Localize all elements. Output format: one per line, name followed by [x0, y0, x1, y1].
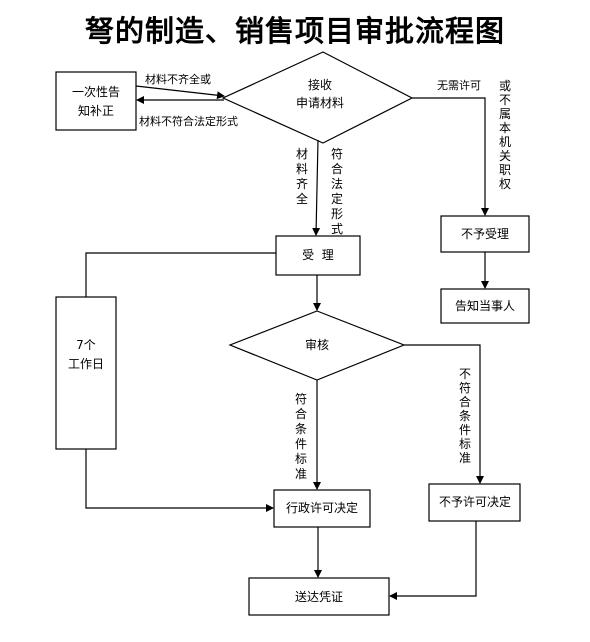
vertical-label-char: 职: [499, 163, 511, 177]
vertical-label-char: 标: [295, 452, 307, 466]
edge-label-incomplete: 材料不齐全或: [145, 72, 211, 86]
deny-label: 不予许可决定: [439, 494, 511, 509]
vertical-label-char: 准: [459, 451, 471, 465]
vertical-label-char: 全: [296, 191, 308, 206]
vertical-label-char: 材: [296, 147, 308, 161]
accept-box: [275, 235, 361, 276]
deny-box: [428, 483, 521, 522]
vertical-label-char: 或: [499, 79, 511, 93]
vertical-label-char: 符: [331, 146, 343, 161]
edge-deny-to-deliver: [389, 521, 477, 600]
vertical-label-char: 式: [331, 222, 343, 236]
vertical-label-char: 形: [331, 207, 343, 221]
edge-label-proper: 符合法定形式: [331, 146, 343, 236]
vertical-label-char: 件: [459, 423, 471, 437]
edge-notice-to-receive: [135, 85, 225, 100]
vertical-label-char: 符: [295, 391, 307, 406]
approve-label: 行政许可决定: [286, 500, 358, 515]
edge-receive-to-reject: [412, 97, 489, 216]
edge-label-improper: 材料不符合法定形式: [139, 114, 238, 128]
vertical-label-char: 不: [499, 93, 511, 107]
vertical-label-char: 齐: [296, 176, 308, 191]
days-label-2: 工作日: [68, 357, 104, 371]
vertical-label-char: 法: [331, 177, 343, 191]
inform-label: 告知当事人: [455, 299, 515, 313]
vertical-label-char: 符: [459, 380, 471, 395]
vertical-label-char: 合: [459, 394, 471, 409]
edge-receive-to-accept: [312, 139, 321, 236]
receive-label-2: 申请材料: [296, 96, 344, 110]
vertical-label-char: 属: [499, 107, 511, 121]
edge-review-to-deny: [404, 344, 484, 484]
approve-box: [273, 489, 371, 528]
receive-diamond: [221, 51, 414, 144]
vertical-label-char: 关: [499, 149, 511, 163]
edge-label-no-permit-a: 无需许可: [437, 79, 481, 92]
vertical-label-char: 定: [331, 191, 343, 206]
deliver-label: 送达凭证: [295, 589, 343, 604]
vertical-label-char: 合: [331, 161, 343, 176]
receive-label-1: 接收: [308, 77, 332, 92]
vertical-label-char: 本: [499, 121, 511, 135]
review-label: 审核: [305, 337, 329, 352]
inform-box: [440, 288, 530, 324]
vertical-label-char: 机: [499, 135, 511, 149]
vertical-label-char: 料: [296, 162, 308, 176]
reject-label: 不予受理: [461, 227, 509, 241]
vertical-label-char: 权: [499, 177, 511, 191]
vertical-label-char: 条: [295, 422, 307, 436]
accept-label: 受 理: [302, 248, 334, 262]
edge-accept-to-days: [85, 252, 276, 297]
vertical-label-char: 件: [295, 437, 307, 451]
days-box: [55, 296, 117, 450]
vertical-label-char: 合: [295, 406, 307, 421]
notice-box: [55, 71, 137, 131]
vertical-label-char: 准: [295, 467, 307, 481]
vertical-label-char: 条: [459, 409, 471, 423]
page-title: 弩的制造、销售项目审批流程图: [84, 14, 505, 48]
days-label-1: 7个: [76, 338, 96, 352]
notice-label-1: 一次性告: [72, 85, 120, 99]
vertical-label-char: 不: [459, 367, 471, 381]
vertical-label-char: 标: [459, 437, 471, 451]
edge-days-to-approve: [85, 449, 274, 512]
notice-label-2: 知补正: [78, 104, 114, 118]
